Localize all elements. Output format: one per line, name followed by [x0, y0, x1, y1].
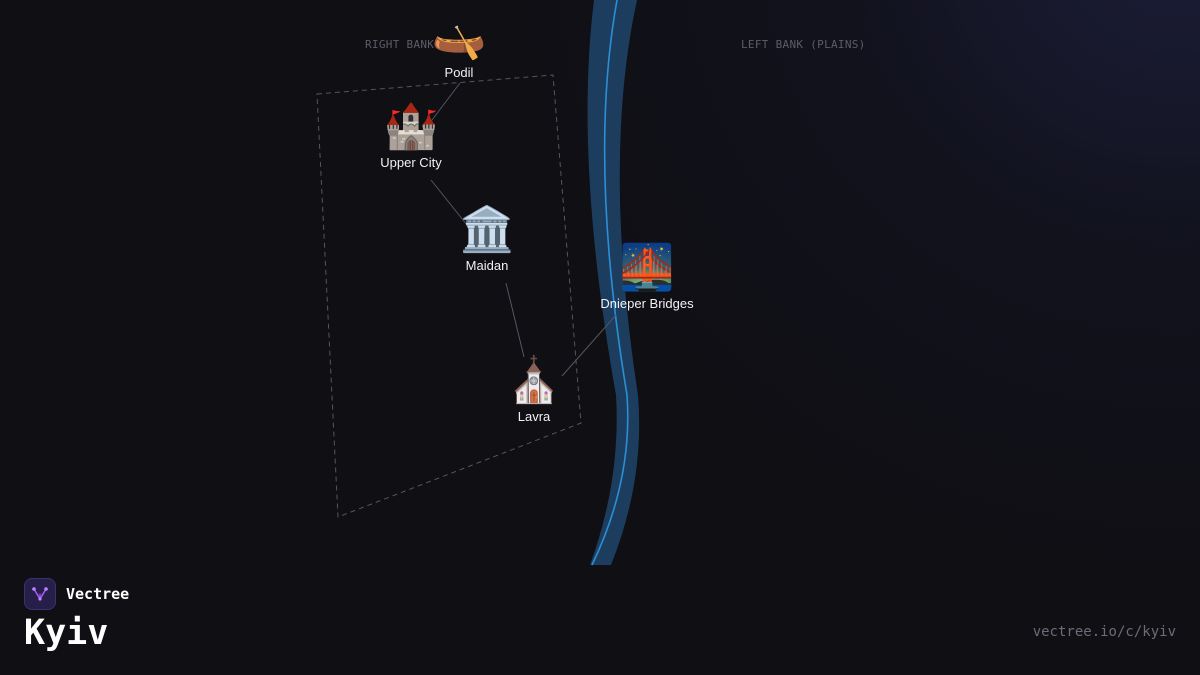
classical-building-icon: 🏛️ — [459, 205, 515, 254]
brand[interactable]: Vectree — [24, 577, 129, 611]
place-label: Podil — [444, 65, 474, 80]
canoe-icon: 🛶 — [431, 12, 487, 61]
place-label: Maidan — [465, 258, 509, 273]
connector-podil-upper-city — [428, 82, 461, 125]
right-bank-zone-outline — [316, 74, 582, 518]
left-bank-label: LEFT BANK (PLAINS) — [741, 38, 866, 51]
right-bank-label: RIGHT BANK — [365, 38, 435, 51]
place-label: Dnieper Bridges — [600, 296, 694, 311]
city-title: Kyiv — [24, 613, 109, 653]
brand-name: Vectree — [66, 585, 130, 603]
bridge-at-night-icon: 🌉 — [619, 243, 675, 292]
place-label: Lavra — [517, 409, 551, 424]
place-lavra[interactable]: ⛪ Lavra — [464, 356, 604, 424]
dnieper-river-line — [591, 0, 629, 566]
place-upper-city[interactable]: 🏰 Upper City — [341, 102, 481, 170]
place-label: Upper City — [380, 155, 442, 170]
dnieper-river — [587, 0, 640, 565]
page-url[interactable]: vectree.io/c/kyiv — [1032, 624, 1176, 640]
church-icon: ⛪ — [506, 356, 562, 405]
connector-maidan-lavra — [505, 282, 525, 358]
castle-icon: 🏰 — [383, 102, 439, 151]
place-dnieper-bridges[interactable]: 🌉 Dnieper Bridges — [577, 243, 717, 311]
vectree-logo-icon — [24, 578, 56, 610]
connector-lavra-dnieper-bridges — [561, 314, 617, 377]
connector-upper-city-maidan — [430, 179, 468, 226]
place-maidan[interactable]: 🏛️ Maidan — [417, 205, 557, 273]
place-podil[interactable]: 🛶 Podil — [389, 12, 529, 80]
